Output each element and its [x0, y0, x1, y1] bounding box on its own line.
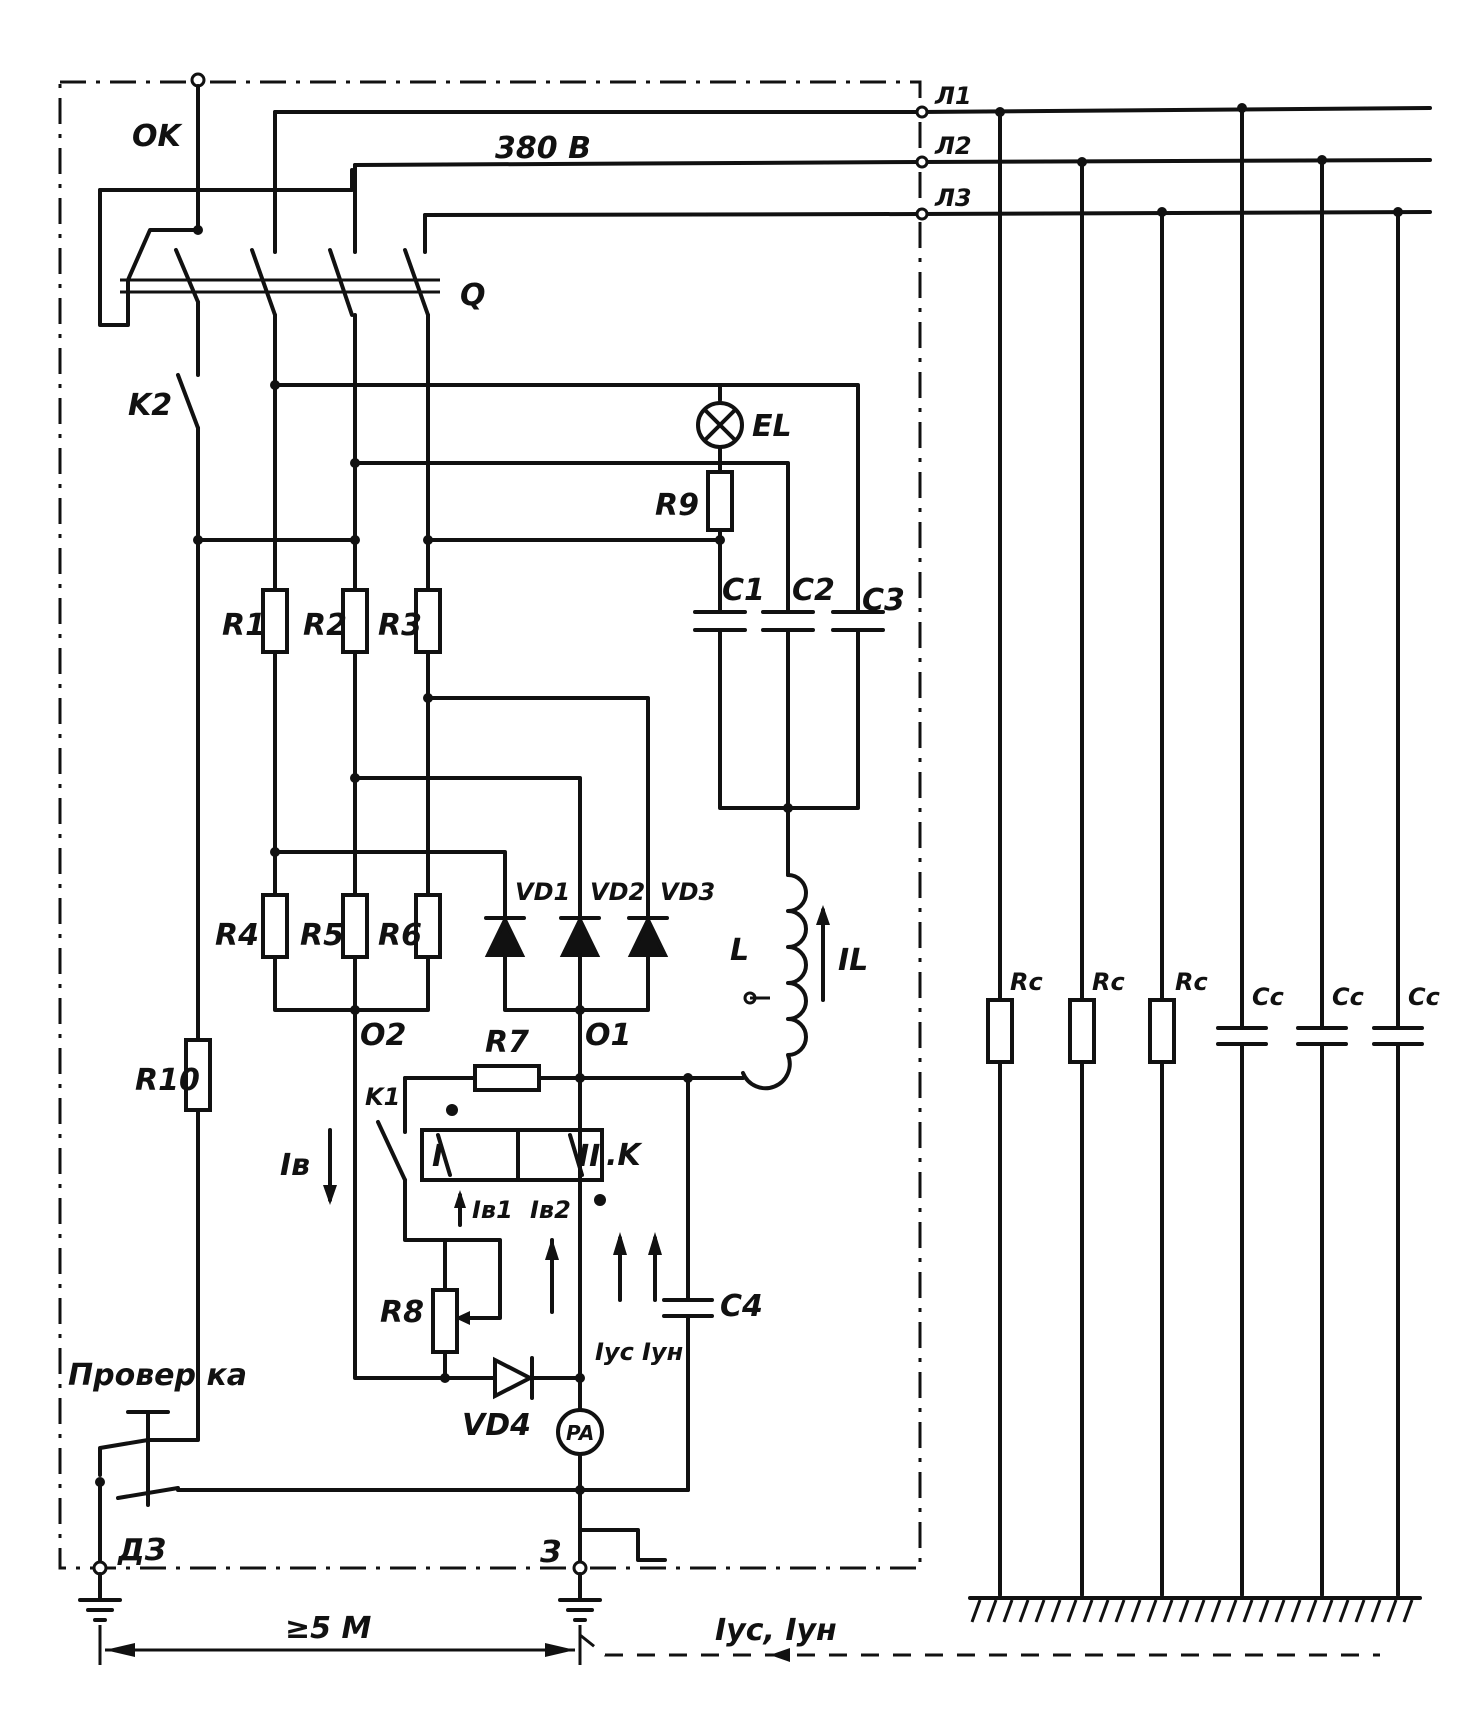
resistor-r8: R8 [380, 1238, 502, 1383]
distance-label: ≥5 М [285, 1611, 371, 1646]
r9-label: R9 [655, 488, 699, 523]
current-arrows: Iв Iв1 Iв2 Iус Iун [280, 1128, 683, 1366]
r8-label: R8 [380, 1295, 424, 1330]
coil-1-label: I [432, 1139, 443, 1174]
switch-q: OK Q [98, 72, 486, 327]
ground-current-path: Iус, Iун [579, 1613, 1380, 1662]
resistors-r4-r6: R4 R5 R6 [215, 893, 442, 959]
cc-2-label: Cc [1332, 983, 1364, 1011]
rc-2-label: Rc [1092, 968, 1125, 996]
rc-3-label: Rc [1175, 968, 1208, 996]
o1-label: O1 [585, 1018, 631, 1053]
line-l2-label: Л2 [934, 132, 972, 160]
test-button-label: Провер ка [68, 1358, 247, 1393]
c1-label: C1 [722, 573, 765, 608]
rc-1-label: Rc [1010, 968, 1043, 996]
vd4-label: VD4 [462, 1408, 531, 1443]
r1-label: R1 [222, 608, 266, 643]
cc-3-label: Cc [1408, 983, 1440, 1011]
r6-label: R6 [378, 918, 422, 953]
diodes-vd1-vd3: VD1 VD2 VD3 [484, 878, 715, 1015]
cc-1-label: Cc [1252, 983, 1284, 1011]
line-l3-label: Л3 [934, 184, 972, 212]
earth-hatching [968, 1596, 1422, 1623]
capacitors-c1-c3: C1 C2 C3 [693, 573, 905, 813]
c3-label: C3 [862, 583, 905, 618]
resistor-r9: R9 [655, 470, 734, 532]
network-insulation: Rc Rc Rc Cc Cc Cc [986, 103, 1440, 1597]
relay-k-label: .K [606, 1138, 643, 1173]
capacitor-c4: C4 [662, 1076, 763, 1492]
inductor-l-label: L [730, 933, 749, 968]
o2-label: O2 [360, 1018, 406, 1053]
r10-label: R10 [135, 1063, 200, 1098]
vd2-label: VD2 [590, 878, 645, 906]
ib2-label: Iв2 [530, 1196, 571, 1224]
contact-k1: K1 [365, 1083, 447, 1242]
pa-label: PA [566, 1421, 594, 1445]
k2-label: K2 [128, 388, 172, 423]
test-button: Провер ка [68, 1358, 247, 1562]
iun-label: Iун [642, 1338, 683, 1366]
coil-2-label: II [578, 1139, 600, 1174]
r7-label: R7 [485, 1025, 529, 1060]
ok-label: OK [132, 119, 184, 154]
inductor-l: L IL [730, 806, 868, 1091]
switch-q-label: Q [460, 278, 486, 313]
k1-label: K1 [365, 1083, 400, 1111]
z-terminal-label: З [539, 1535, 561, 1570]
earth-terminals: ДЗ З [78, 1528, 667, 1622]
resistor-r10: R10 [135, 1038, 212, 1112]
vd3-label: VD3 [660, 878, 715, 906]
vd1-label: VD1 [515, 878, 570, 906]
c2-label: C2 [792, 573, 835, 608]
supply-lines: Л1 Л2 Л3 380 B [273, 82, 1432, 221]
ib1-label: Iв1 [472, 1196, 513, 1224]
voltage-label: 380 B [495, 131, 591, 166]
r5-label: R5 [300, 918, 344, 953]
r4-label: R4 [215, 918, 259, 953]
contact-k2: K2 [128, 300, 200, 1042]
ammeter-pa: PA [556, 1376, 604, 1564]
il-label: IL [838, 943, 868, 978]
r2-label: R2 [303, 608, 347, 643]
ib-label: Iв [280, 1148, 310, 1183]
dz-terminal-label: ДЗ [117, 1533, 166, 1568]
ground-current-label: Iус, Iун [715, 1613, 837, 1648]
line-l1-label: Л1 [934, 82, 972, 110]
r3-label: R3 [378, 608, 422, 643]
distance-dimension: ≥5 М [98, 1611, 582, 1665]
c4-label: C4 [720, 1289, 763, 1324]
relay-k: I II .K [403, 1076, 643, 1206]
lamp-el: EL [696, 401, 792, 449]
enclosure-frame [58, 80, 922, 1570]
diode-vd4: VD4 [443, 1356, 585, 1443]
ius-label: Iус [595, 1338, 634, 1366]
resistors-r1-r3: R1 R2 R3 [222, 588, 442, 654]
resistor-r7: R7 [403, 1025, 745, 1092]
el-label: EL [752, 409, 792, 444]
